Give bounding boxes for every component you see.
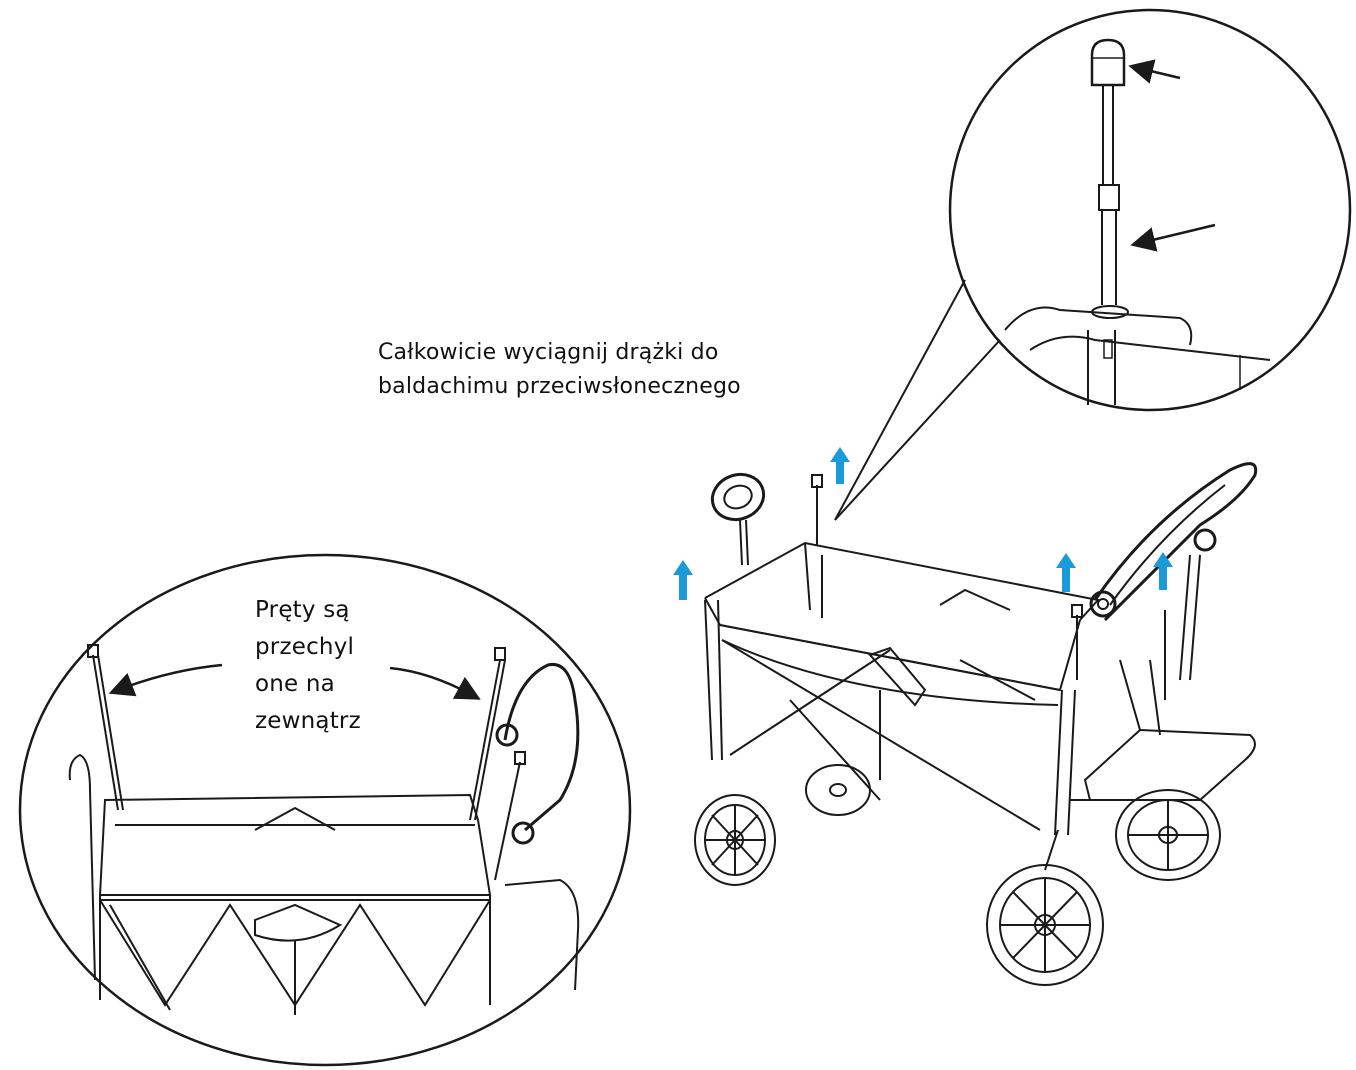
pole-cap-icon [1090,38,1126,87]
pole-joint-icon [1098,184,1120,211]
zoom-circle-tilted-poles [18,553,632,1067]
arrow-up-icon [673,447,1173,600]
tilt-note-line-4: zewnątrz [255,708,361,734]
extend-poles-instruction: Całkowicie wyciągnij drążki do baldachim… [378,336,798,404]
wheel-back-left [805,764,871,816]
instruction-line-1: Całkowicie wyciągnij drążki do [378,340,719,365]
wheel-front-right [986,864,1104,986]
wagon-illustration [694,462,1258,986]
arrow-pointer-icon [1128,59,1181,84]
tilt-note: Pręty są przechyl one na zewnątrz [255,592,395,740]
arrow-pointer-icon [389,666,481,700]
instruction-line-2: baldachimu przeciwsłonecznego [378,374,741,399]
arrow-pointer-icon [108,663,223,697]
arrow-pointer-icon [1130,223,1216,252]
wheel-front-left [694,794,776,886]
wheel-back-right [1115,789,1221,881]
zoom-circle-pole-detail [834,8,1352,521]
tilt-note-line-2: przechyl [255,634,355,660]
tilt-note-line-3: one na [255,671,335,697]
tilt-note-line-1: Pręty są [255,597,350,623]
